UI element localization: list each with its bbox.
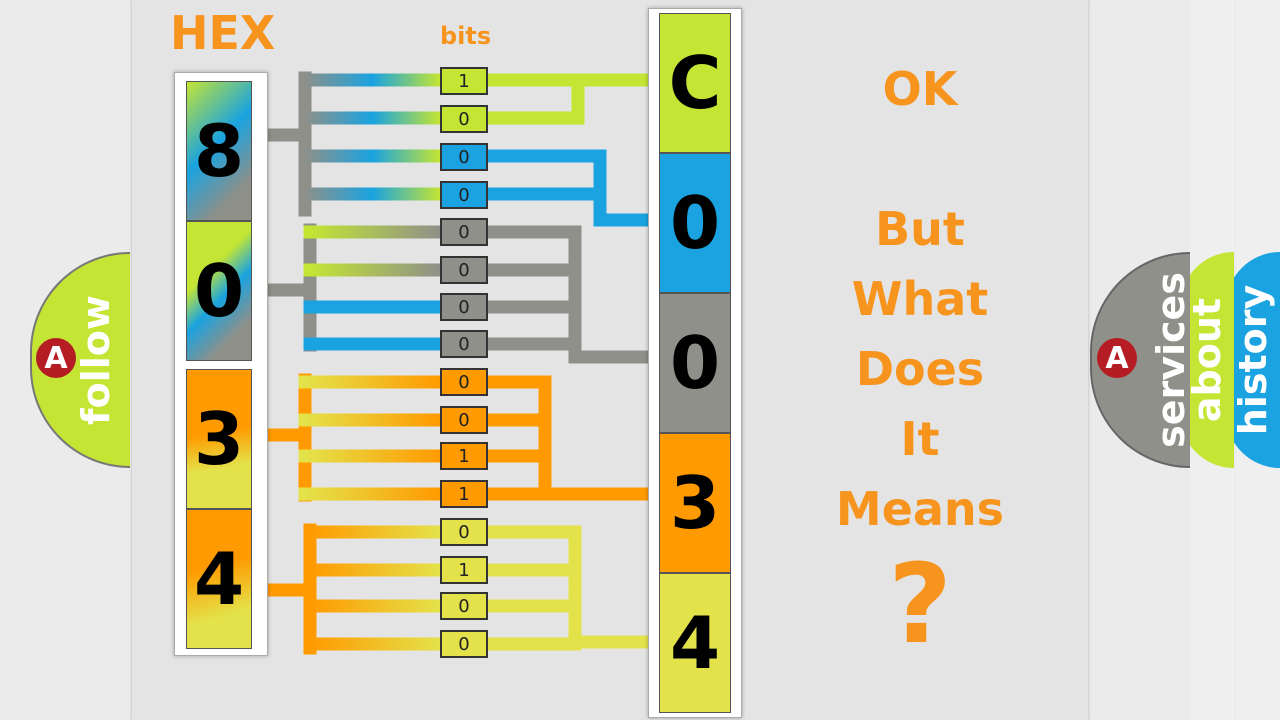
bit-box: 0 — [440, 406, 488, 434]
bit-box: 0 — [440, 181, 488, 209]
bit-box: 0 — [440, 293, 488, 321]
bits-title: bits — [440, 22, 492, 50]
message-line: What — [851, 272, 989, 326]
message-line: But — [875, 202, 965, 256]
history-tab[interactable]: history — [1226, 252, 1280, 468]
result-digit-stack: C 0 0 3 4 — [648, 8, 742, 718]
bit-box: 1 — [440, 67, 488, 95]
result-digit-0: 0 — [659, 153, 731, 293]
bit-box: 1 — [440, 556, 488, 584]
hex-digit-3: 3 — [186, 369, 252, 509]
bit-box: 0 — [440, 105, 488, 133]
hex-digit-0: 0 — [186, 221, 252, 361]
message-line: Means — [835, 482, 1005, 536]
bit-box: 0 — [440, 330, 488, 358]
bit-box: 0 — [440, 518, 488, 546]
brand-logo-icon: A — [1097, 338, 1137, 378]
hex-digit-4: 4 — [186, 509, 252, 649]
brand-logo-icon: A — [36, 338, 76, 378]
hex-title: HEX — [170, 6, 276, 60]
follow-label: follow — [74, 295, 118, 425]
result-digit-0: 0 — [659, 293, 731, 433]
bit-box: 0 — [440, 368, 488, 396]
bit-box: 0 — [440, 256, 488, 284]
bit-box: 1 — [440, 480, 488, 508]
result-digit-3: 3 — [659, 433, 731, 573]
bit-box: 0 — [440, 592, 488, 620]
bit-box: 0 — [440, 218, 488, 246]
question-mark: ? — [888, 540, 952, 668]
message-line: Does — [855, 342, 985, 396]
result-digit-c: C — [659, 13, 731, 153]
history-label: history — [1231, 284, 1276, 436]
result-digit-4: 4 — [659, 573, 731, 713]
message-line: It — [900, 412, 940, 466]
services-label: services — [1149, 272, 1193, 448]
bit-box: 0 — [440, 630, 488, 658]
bit-box: 1 — [440, 442, 488, 470]
hex-digit-8: 8 — [186, 81, 252, 221]
message-ok: OK — [882, 62, 958, 116]
bit-box: 0 — [440, 143, 488, 171]
hex-digit-stack: 8 0 3 4 — [174, 72, 268, 656]
